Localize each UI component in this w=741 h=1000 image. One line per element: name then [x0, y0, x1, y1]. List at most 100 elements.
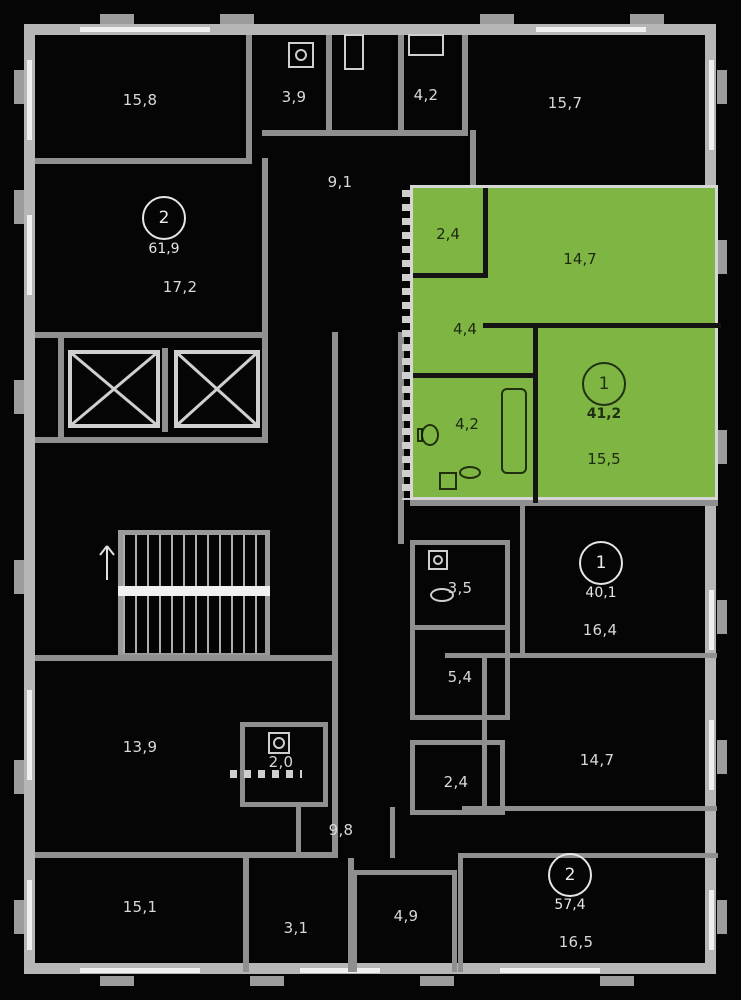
room-area-label: 2,4 [436, 225, 460, 243]
wall-stub [717, 740, 727, 774]
wall [35, 852, 338, 858]
selected-apartment[interactable]: 2,4 14,7 4,4 4,2 15,5 1 41,2 [410, 185, 721, 503]
wall-stub [717, 70, 727, 104]
wall [452, 870, 457, 972]
window [27, 215, 32, 295]
wall [398, 35, 404, 135]
room-area-label: 2,0 [268, 753, 294, 771]
room-area-label: 16,4 [582, 621, 618, 639]
stairs-direction-arrow [99, 545, 115, 580]
wall-stub [717, 430, 727, 464]
window [709, 720, 714, 790]
wall [352, 870, 457, 875]
wall-stub [717, 240, 727, 274]
wall-stub [600, 976, 634, 986]
wall [413, 273, 488, 278]
wall-stub [250, 976, 284, 986]
rooms-count-badge[interactable]: 2 [142, 196, 186, 240]
room-area-label: 4,2 [413, 86, 439, 104]
window [709, 60, 714, 150]
wall [413, 373, 533, 378]
room-area-label: 4,2 [455, 415, 479, 433]
zigzag-partition [402, 190, 410, 500]
room-area-label: 15,5 [587, 450, 621, 468]
room-area-label: 15,1 [122, 898, 158, 916]
wall [470, 130, 476, 188]
wall-stub [480, 14, 514, 24]
wall [462, 806, 717, 811]
wall [410, 625, 510, 630]
rooms-count-badge[interactable]: 2 [548, 853, 592, 897]
wall [332, 332, 338, 658]
room-area-label: 15,7 [547, 94, 583, 112]
wall [162, 348, 168, 432]
wall [240, 722, 328, 727]
wall [323, 722, 328, 807]
wall [458, 853, 718, 858]
wall [398, 332, 404, 544]
apartment-total-area: 57,4 [554, 897, 586, 913]
wall-stub [14, 760, 24, 794]
washer-drum-icon [433, 555, 443, 565]
vent-shaft-circle-icon [295, 49, 307, 61]
vent-shaft-icon [408, 34, 444, 56]
wall [296, 807, 301, 858]
window [80, 968, 200, 973]
wall [410, 540, 415, 720]
wall-stub [100, 976, 134, 986]
wall [390, 807, 395, 858]
room-area-label: 3,9 [281, 88, 307, 106]
apartment-total-area: 61,9 [148, 241, 180, 257]
washer-icon [268, 732, 290, 754]
room-area-label: 4,9 [393, 907, 419, 925]
room-area-label: 17,2 [162, 278, 198, 296]
staircase-landing [118, 586, 270, 596]
wall-stub [14, 560, 24, 594]
wall [483, 188, 488, 273]
toilet-icon [421, 424, 439, 446]
wall [458, 853, 463, 972]
apartment-total-area: 40,1 [585, 585, 617, 601]
bathtub-icon [501, 388, 527, 474]
wall [35, 332, 268, 338]
washer-icon [439, 472, 457, 490]
window [536, 27, 646, 32]
room-area-label: 3,5 [447, 579, 473, 597]
wall [326, 35, 332, 135]
wall [533, 323, 538, 503]
wall-stub [100, 14, 134, 24]
wall [262, 158, 268, 338]
wall [410, 740, 415, 815]
washer-icon [428, 550, 448, 570]
room-area-label: 16,5 [558, 933, 594, 951]
elevator-icon [174, 350, 260, 428]
wall [332, 655, 338, 858]
wall [348, 858, 354, 972]
wall-stub [14, 70, 24, 104]
wall [410, 715, 510, 720]
wall [482, 658, 487, 810]
wall [35, 158, 247, 164]
window [300, 968, 380, 973]
wall [410, 500, 718, 506]
vent-shaft-icon [344, 34, 364, 70]
room-area-label: 14,7 [579, 751, 615, 769]
room-area-label: 5,4 [447, 668, 473, 686]
elevator-icon [68, 350, 160, 428]
wall-stub [14, 900, 24, 934]
wall [520, 506, 525, 658]
wall [240, 802, 328, 807]
wall [246, 35, 252, 164]
wall-stub [14, 380, 24, 414]
zigzag-partition [230, 770, 302, 778]
wall-stub [717, 600, 727, 634]
wall-stub [220, 14, 254, 24]
wall [410, 810, 505, 815]
wall [445, 653, 717, 658]
rooms-count-badge[interactable]: 1 [582, 362, 626, 406]
wall [398, 130, 468, 136]
wall-stub [420, 976, 454, 986]
rooms-count-badge[interactable]: 1 [579, 541, 623, 585]
washer-drum-icon [273, 737, 285, 749]
